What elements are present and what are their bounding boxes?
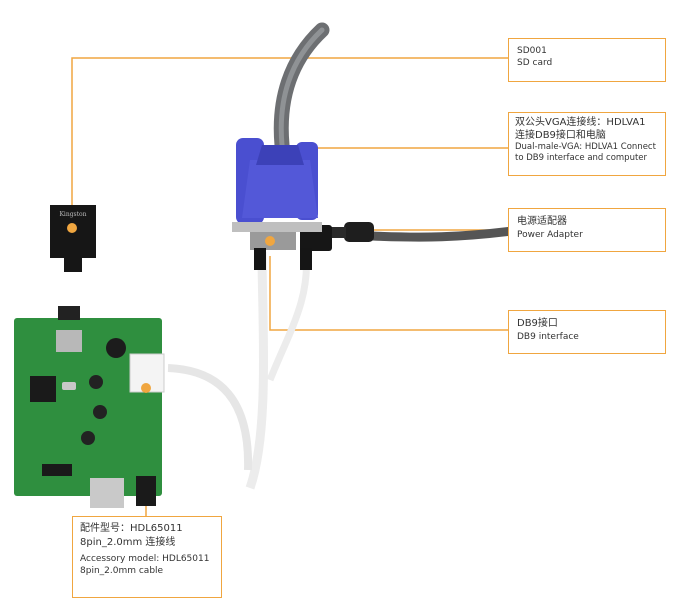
power-adapter-zh: 电源适配器	[517, 216, 567, 227]
accessory-zh-line2: 8pin_2.0mm 连接线	[80, 536, 176, 548]
accessory-en-line1: Accessory model: HDL65011	[80, 554, 210, 564]
cable-boot-right	[300, 248, 312, 270]
power-cable	[371, 225, 521, 242]
sd-card-model: SD001	[517, 46, 547, 56]
power-adapter-en: Power Adapter	[517, 229, 583, 240]
db9-marker	[265, 236, 275, 246]
callout-power-adapter: 电源适配器 Power Adapter	[508, 208, 666, 252]
power-plug-tip	[330, 227, 346, 238]
pcb-usb-port	[90, 478, 124, 508]
vga-cable-en-line2: to DB9 interface and computer	[515, 152, 648, 163]
vga-cable-zh-line1: 双公头VGA连接线：HDLVA1	[515, 117, 646, 128]
db9-interface-zh: DB9接口	[517, 318, 558, 329]
leader-line-db9	[269, 256, 508, 331]
pcb-sd-slot	[58, 306, 80, 320]
sd-card-adapter	[50, 205, 96, 272]
vga-strain-relief	[256, 145, 304, 165]
pcb-capacitor-3	[81, 431, 95, 445]
pcb-header	[42, 464, 72, 476]
accessory-en-line2: 8pin_2.0mm cable	[80, 566, 164, 577]
pcb-dc-jack	[136, 476, 156, 506]
pcb-crystal	[62, 382, 76, 390]
pcb-capacitor-2	[93, 405, 107, 419]
accessory-zh-line1: 配件型号：HDL65011	[80, 523, 183, 534]
pcb-board	[14, 318, 162, 496]
power-plug	[344, 222, 374, 242]
pcb-card-holder	[56, 330, 82, 352]
callout-db9-interface: DB9接口 DB9 interface	[508, 310, 666, 354]
pcb-ribbon-cable	[167, 364, 253, 471]
sd-card-marker	[67, 223, 77, 233]
pcb-buzzer	[106, 338, 126, 358]
callout-vga-cable: 双公头VGA连接线：HDLVA1 连接DB9接口和电脑 Dual-male-VG…	[508, 112, 666, 176]
white-cable-2	[266, 251, 311, 382]
pcb-microcontroller	[30, 376, 56, 402]
white-cable-1	[245, 251, 269, 490]
db9-interface-en: DB9 interface	[517, 331, 579, 342]
db9-metal-flange	[232, 222, 322, 232]
pcb-capacitor-1	[89, 375, 103, 389]
leader-line-sd-card	[71, 57, 508, 228]
vga-cable-en-line1: Dual-male-VGA: HDLVA1 Connect	[515, 142, 656, 152]
vga-cable-highlight	[278, 27, 325, 148]
pcb-connector-marker	[141, 383, 151, 393]
vga-connector-body	[242, 160, 318, 218]
vga-cable-zh-line2: 连接DB9接口和电脑	[515, 129, 606, 141]
cable-boot-left	[254, 248, 266, 270]
sd-card-brand: Kingston	[59, 211, 86, 218]
sd-card-label: SD card	[517, 58, 553, 69]
callout-sd-card: SD001 SD card	[508, 38, 666, 82]
callout-accessory-cable: 配件型号：HDL65011 8pin_2.0mm 连接线 Accessory m…	[72, 516, 222, 598]
